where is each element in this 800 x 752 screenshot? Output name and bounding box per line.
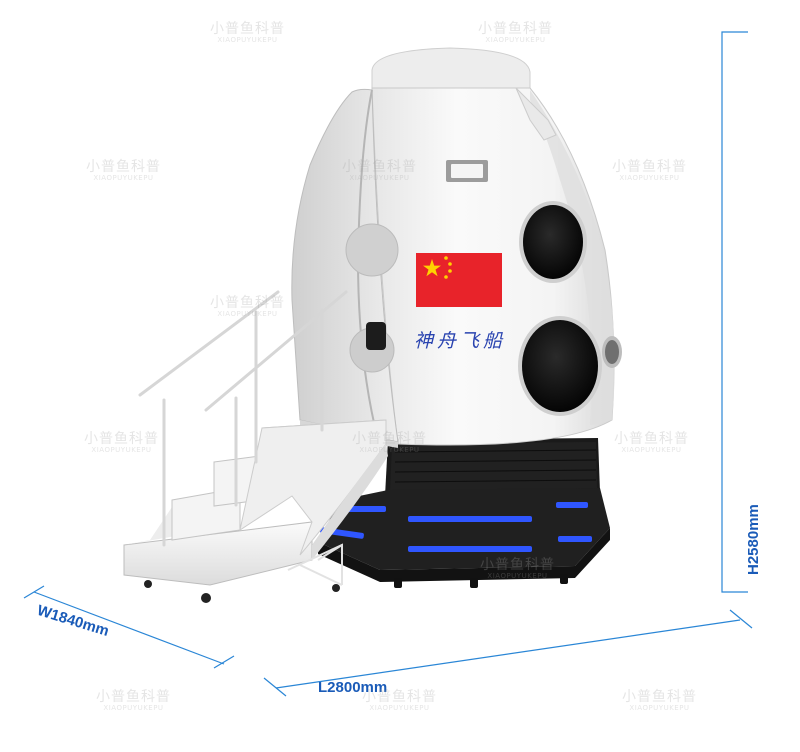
porthole-lower bbox=[518, 316, 602, 416]
dimension-lines bbox=[23, 31, 753, 697]
ship-name-text: 神舟飞船 bbox=[414, 330, 507, 352]
base-feet bbox=[394, 574, 568, 588]
china-flag bbox=[416, 253, 502, 307]
side-button bbox=[602, 336, 622, 368]
capsule-interior bbox=[291, 88, 399, 448]
porthole-upper bbox=[519, 201, 587, 283]
height-dimension-label: H2580mm bbox=[745, 504, 762, 575]
stairs bbox=[123, 290, 388, 603]
base-platform bbox=[318, 438, 610, 582]
length-dimension-label: L2800mm bbox=[318, 679, 388, 696]
hatch-handle bbox=[446, 160, 488, 182]
